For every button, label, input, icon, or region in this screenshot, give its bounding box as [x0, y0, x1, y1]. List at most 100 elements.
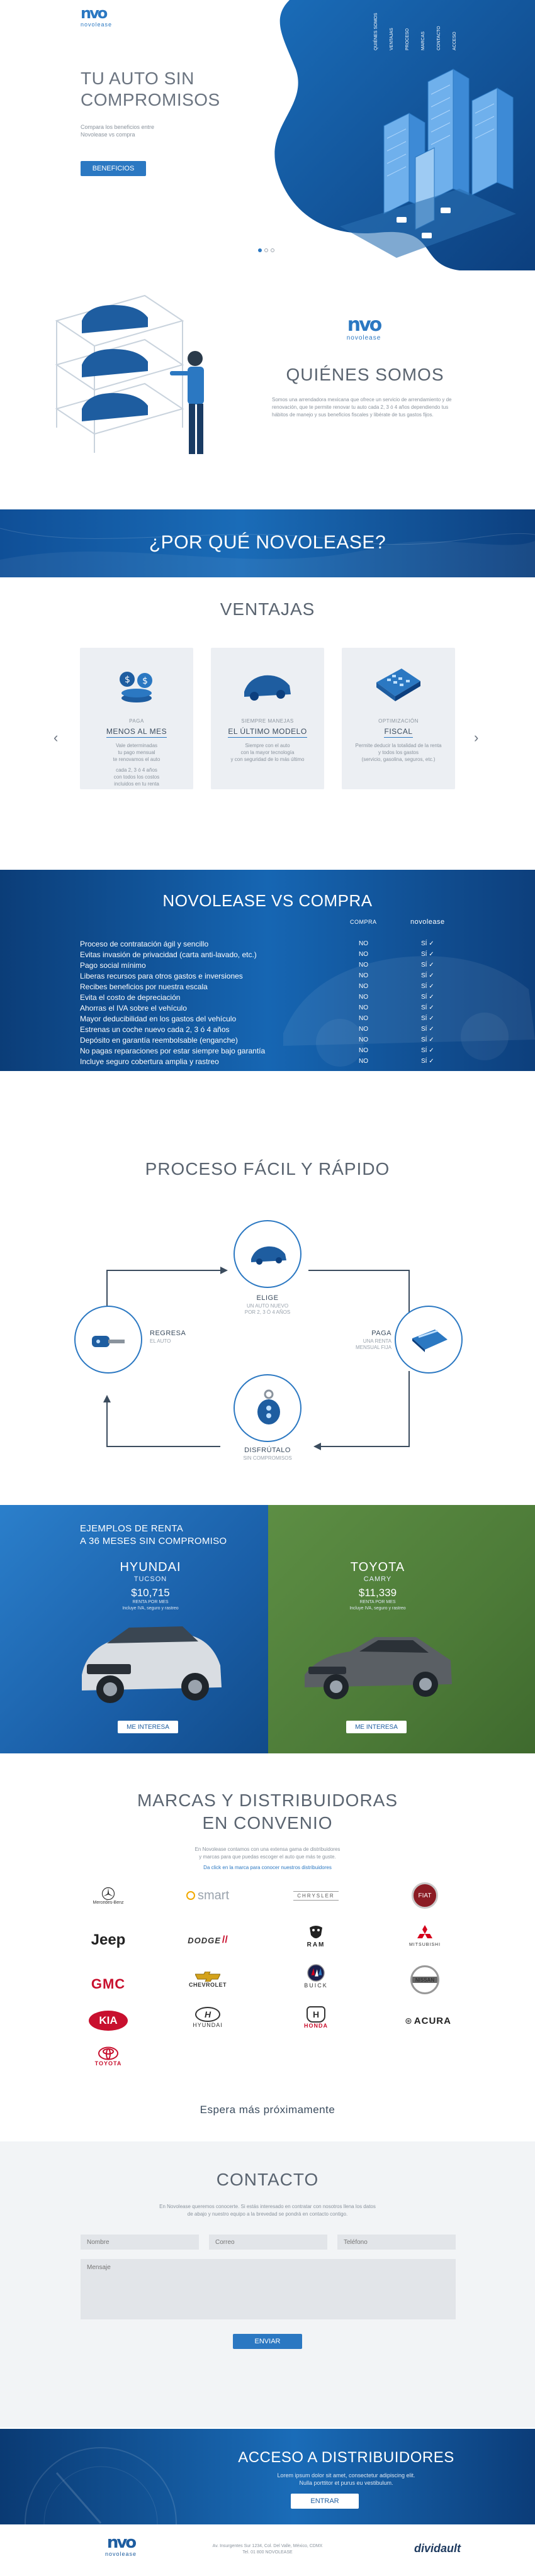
nav-marcas[interactable]: MARCAS — [421, 31, 425, 50]
slider-dot[interactable] — [264, 248, 268, 252]
contacto-title: CONTACTO — [216, 2170, 319, 2189]
brand-label: KIA — [89, 2011, 128, 2031]
row-label: Recibes beneficios por nuestra escala — [80, 982, 208, 991]
toyota-camry-image — [305, 1637, 452, 1699]
brand-kia[interactable]: KIA — [77, 2008, 140, 2033]
brand-hyundai[interactable]: H HYUNDAI — [173, 2005, 242, 2030]
brand-honda[interactable]: H HONDA — [281, 2005, 351, 2030]
brand-acura[interactable]: ⊛ ACURA — [390, 2008, 466, 2033]
nav-quienes[interactable]: QUIÉNES SOMOS — [374, 13, 378, 50]
nombre-input[interactable] — [81, 2235, 199, 2250]
brand-smart[interactable]: smart — [173, 1883, 242, 1908]
marcas-link[interactable]: Da click en la marca para conocer nuestr… — [203, 1865, 332, 1870]
band-decoration — [0, 528, 535, 577]
ejemplos-heading-line1: EJEMPLOS DE RENTA — [80, 1523, 184, 1534]
brand-chevrolet[interactable]: CHEVROLET — [173, 1967, 242, 1992]
entrar-button[interactable]: ENTRAR — [291, 2494, 359, 2509]
compare-title: NOVOLEASE VS COMPRA — [162, 891, 373, 910]
hyundai-me-interesa-button[interactable]: ME INTERESA — [118, 1721, 178, 1733]
row-novolease: SÍ ✓ — [421, 951, 434, 958]
brand-chrysler[interactable]: CHRYSLER — [281, 1883, 351, 1908]
card-sub: PAGA — [129, 718, 144, 724]
hero-subtitle: Compara los beneficios entre Novolease v… — [81, 123, 154, 138]
mensaje-textarea[interactable] — [81, 2259, 456, 2319]
brand-toyota[interactable]: TOYOTA — [77, 2044, 140, 2069]
quienes-title: QUIÉNES SOMOS — [286, 365, 444, 384]
row-label: Pago social mínimo — [80, 961, 146, 970]
mercedes-logo-icon — [101, 1887, 115, 1900]
brand-label: CHEVROLET — [188, 1982, 227, 1988]
row-novolease: SÍ ✓ — [421, 1015, 434, 1022]
brand-fiat[interactable]: FIAT — [390, 1882, 459, 1909]
compare-row: Mayor deducibilidad en los gastos del ve… — [80, 1014, 458, 1025]
contacto-intro: En Novolease queremos conocerte. Si está… — [0, 2203, 535, 2218]
logo-text: novolease — [104, 2551, 137, 2557]
brand-mercedes[interactable]: Mercedes-Benz — [77, 1883, 140, 1908]
card-desc-line: Permite deducir la totalidad de la renta… — [355, 743, 442, 755]
proceso-arrows — [103, 1267, 413, 1450]
telefono-input[interactable] — [337, 2235, 456, 2250]
brand-label: TOYOTA — [94, 2060, 122, 2067]
footer-brand-right[interactable]: dividault — [414, 2542, 461, 2555]
car-key-icon — [92, 1336, 125, 1347]
car-note1: RENTA POR MES — [359, 1600, 396, 1604]
brand-gmc[interactable]: GMC — [77, 1972, 140, 1997]
step-regresa-circle — [74, 1306, 142, 1374]
ventajas-prev-arrow-icon[interactable]: ‹ — [54, 730, 59, 745]
brand-label: DODGE — [188, 1935, 221, 1945]
hero-slider-dots — [258, 248, 274, 252]
footer-logo[interactable]: nvo novolease — [96, 2534, 146, 2562]
ventajas-next-arrow-icon[interactable]: › — [474, 730, 479, 745]
row-compra: NO — [359, 1047, 368, 1054]
brand-nissan[interactable]: NISSAN — [390, 1965, 459, 1994]
row-novolease: SÍ ✓ — [421, 1004, 434, 1011]
slider-dot-active[interactable] — [258, 248, 262, 252]
brand-jeep[interactable]: Jeep — [77, 1928, 140, 1953]
proceso-title: PROCESO FÁCIL Y RÁPIDO — [145, 1159, 390, 1179]
toyota-me-interesa-button[interactable]: ME INTERESA — [346, 1721, 407, 1733]
row-label: Mayor deducibilidad en los gastos del ve… — [80, 1014, 237, 1023]
marcas-soon: Espera más próximamente — [200, 2104, 335, 2116]
footer-line2: Tel. 01 800 NOVOLEASE — [242, 2550, 293, 2555]
toyota-logo-icon — [98, 2046, 118, 2060]
nav-acceso[interactable]: ACCESO — [453, 31, 457, 50]
hero-logo[interactable]: nvo novolease — [81, 5, 125, 30]
nav-proceso[interactable]: PROCESO — [405, 28, 410, 50]
card-title-wrap: MENOS AL MES — [80, 726, 193, 738]
car-model: CAMRY — [363, 1575, 392, 1583]
brand-dodge[interactable]: DODGE // — [173, 1928, 242, 1953]
nav-contacto[interactable]: CONTACTO — [437, 26, 441, 50]
card-desc-line: cada 2, 3 ó 4 años — [116, 767, 157, 773]
row-novolease: SÍ ✓ — [421, 1036, 434, 1043]
ram-logo-icon — [310, 1925, 322, 1938]
enviar-button[interactable]: ENVIAR — [233, 2334, 302, 2349]
nav-ventajas[interactable]: VENTAJAS — [390, 28, 394, 50]
row-label: Proceso de contratación ágil y sencillo — [80, 940, 209, 948]
brand-mitsubishi[interactable]: MITSUBISHI — [390, 1923, 459, 1948]
row-label: Incluye seguro cobertura amplia y rastre… — [80, 1057, 219, 1066]
card-desc-line: y con seguridad de lo más último — [230, 757, 305, 762]
brand-buick[interactable]: BUICK — [281, 1963, 351, 1989]
row-novolease: SÍ ✓ — [421, 1058, 434, 1065]
row-label: Estrenas un coche nuevo cada 2, 3 ó 4 añ… — [80, 1025, 230, 1034]
hero-section: QUIÉNES SOMOS VENTAJAS PROCESO MARCAS CO… — [0, 0, 535, 270]
honda-logo-icon: H — [307, 2006, 325, 2023]
correo-input[interactable] — [209, 2235, 327, 2250]
slider-dot[interactable] — [271, 248, 274, 252]
beneficios-button[interactable]: BENEFICIOS — [81, 161, 146, 176]
step-paga-title: PAGA — [371, 1330, 391, 1337]
row-compra: NO — [359, 983, 368, 990]
contacto-intro-line2: de abajo y nuestro equipo a la brevedad … — [187, 2211, 348, 2217]
card-desc-line: Siempre con el auto — [245, 743, 290, 748]
step-desc-line: UN AUTO NUEVO — [246, 1303, 289, 1309]
brand-label: RAM — [307, 1941, 325, 1948]
row-label: Depósito en garantía reembolsable (engan… — [80, 1036, 238, 1045]
quienes-logo: nvo novolease — [335, 316, 392, 347]
row-label: Evitas invasión de privacidad (carta ant… — [80, 950, 257, 959]
brand-ram[interactable]: RAM — [281, 1923, 351, 1948]
row-novolease: SÍ ✓ — [421, 994, 434, 1001]
car-note2: Incluye IVA, seguro y rastreo — [349, 1606, 406, 1611]
